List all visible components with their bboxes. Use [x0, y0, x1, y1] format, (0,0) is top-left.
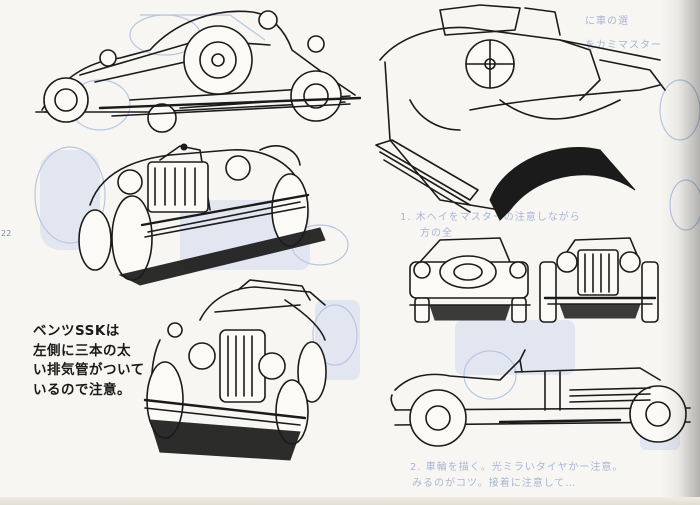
binding-shadow [660, 0, 700, 505]
note-line-1: ベンツSSKは [33, 323, 120, 339]
note-line-4: いるので注意。 [33, 381, 131, 398]
note-line-3: い排気管がついて [33, 362, 145, 378]
ghost-text-middle-right-2: 方の全 [420, 228, 453, 239]
car-sketch-rear [409, 237, 531, 323]
car-sketch-low-angle [35, 10, 362, 133]
ghost-text-bottom-right: 2. 車輪を描く。光ミラいタイヤかー注意。 [410, 462, 624, 473]
car-sketch-front-low [78, 143, 326, 286]
ghost-text-bottom-right-2: みるのがコツ。接着に注意して… [412, 478, 577, 489]
car-sketch-front-three-quarter [143, 279, 327, 461]
car-sketch-front-small [539, 237, 659, 323]
ghost-text-top-right: に車の選 [585, 16, 629, 27]
ghost-text-middle-right: 1. 木ヘイをマスターの注意しながら [400, 212, 581, 223]
car-sketch-side [390, 349, 691, 447]
page-number: 22 [1, 229, 12, 238]
car-sketch-cockpit [375, 4, 666, 221]
page-bottom-edge [0, 497, 700, 505]
ghost-text-top-right-2: をカミマスター [585, 40, 662, 51]
ssk-caution-note: ベンツSSKは 左側に三本の太 い排気管がついて いるので注意。 [33, 322, 163, 400]
note-line-2: 左側に三本の太 [33, 342, 131, 359]
